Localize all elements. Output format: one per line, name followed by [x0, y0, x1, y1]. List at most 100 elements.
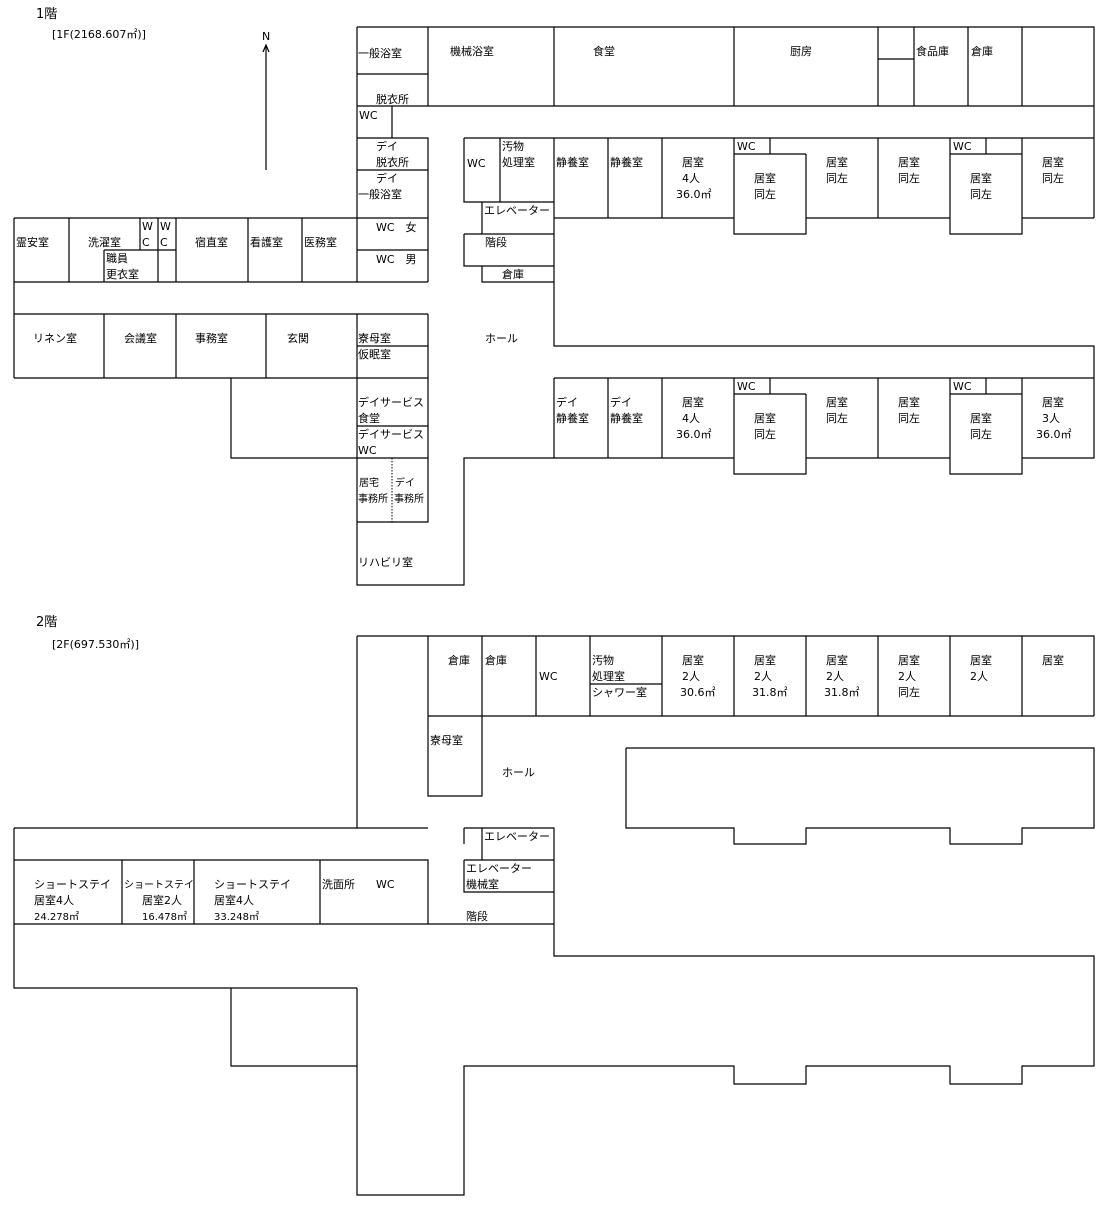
room-label: WC [737, 140, 756, 153]
floor2-walls [13, 635, 1095, 1196]
room-label: 居室 [1042, 155, 1064, 169]
room-label: 静養室 [610, 155, 643, 169]
room-label: デイサービス [358, 427, 424, 441]
room-label: 会議室 [124, 331, 157, 345]
room-label: WC [467, 157, 486, 170]
room-label: 4人 [682, 412, 700, 425]
room-label: W [142, 220, 153, 233]
room-label: 倉庫 [485, 653, 507, 667]
room-label: 居室 [898, 155, 920, 169]
room-label: 処理室 [502, 155, 535, 169]
floor1-room-labels: 一般浴室機械浴室食堂厨房食品庫倉庫脱衣所WCデイ脱衣所デイ一般浴室WC 女WC … [16, 44, 1072, 569]
room-label: 居室 [826, 155, 848, 169]
room-label: 汚物 [592, 653, 614, 667]
room-label: ショートステイ [124, 880, 194, 891]
room-label: 同左 [826, 412, 848, 425]
room-label: 事務所 [358, 492, 388, 505]
room-label: デイ [556, 395, 578, 409]
room-label: 処理室 [592, 669, 625, 683]
room-label: 機械室 [466, 877, 499, 891]
room-label: ショートステイ [34, 878, 111, 891]
room-label: ホール [485, 332, 518, 345]
room-label: 宿直室 [195, 235, 228, 249]
room-label: 31.8㎡ [752, 686, 788, 699]
room-label: 居室4人 [214, 893, 254, 907]
room-label: エレベーター [484, 830, 550, 843]
room-label: エレベーター [466, 862, 532, 875]
room-label: 居室 [682, 395, 704, 409]
room-label: 汚物 [502, 139, 524, 153]
room-label: 36.0㎡ [1036, 428, 1072, 441]
room-label: 居室 [1042, 653, 1064, 667]
room-label: シャワー室 [592, 685, 647, 699]
room-label: 寮母室 [430, 733, 463, 747]
room-label: WC 男 [376, 253, 417, 266]
room-label: 同左 [898, 172, 920, 185]
room-label: リネン室 [33, 331, 77, 345]
room-label: 居室 [826, 653, 848, 667]
room-label: 同左 [826, 172, 848, 185]
room-label: 階段 [485, 235, 507, 249]
room-label: 看護室 [250, 235, 283, 249]
north-arrow: N [262, 30, 270, 170]
room-label: 同左 [970, 188, 992, 201]
room-label: 職員 [106, 252, 128, 265]
floor1-walls [13, 26, 1095, 586]
room-label: 玄関 [287, 331, 309, 345]
room-label: WC [953, 140, 972, 153]
room-label: 居室 [1042, 395, 1064, 409]
room-label: 更衣室 [106, 267, 139, 281]
floor2-area: [2F(697.530㎡)] [52, 638, 139, 651]
room-label: 3人 [1042, 412, 1060, 425]
room-label: 居室 [898, 653, 920, 667]
room-label: 食品庫 [916, 44, 949, 58]
room-label: WC [737, 380, 756, 393]
room-label: リハビリ室 [358, 555, 413, 569]
room-label: 31.8㎡ [824, 686, 860, 699]
room-label: ショートステイ [214, 878, 291, 891]
room-label: WC [539, 670, 558, 683]
room-label: 同左 [1042, 172, 1064, 185]
room-label: 仮眠室 [358, 347, 391, 361]
room-label: 4人 [682, 172, 700, 185]
room-label: デイ [395, 476, 415, 489]
room-label: 居室 [682, 155, 704, 169]
room-label: デイ [376, 139, 398, 153]
floor2-room-labels: 倉庫倉庫WC汚物処理室シャワー室居室2人30.6㎡居室2人31.8㎡居室2人31… [34, 653, 1064, 923]
room-label: 医務室 [304, 235, 337, 249]
room-label: 静養室 [556, 155, 589, 169]
room-label: 食堂 [358, 411, 380, 425]
north-label: N [262, 30, 270, 43]
room-label: 同左 [754, 188, 776, 201]
room-label: 倉庫 [971, 44, 993, 58]
room-label: 24.278㎡ [34, 911, 79, 923]
room-label: 事務所 [394, 492, 424, 505]
room-label: 居室 [754, 653, 776, 667]
room-label: 2人 [826, 670, 844, 683]
room-label: 居室 [754, 171, 776, 185]
room-label: WC [953, 380, 972, 393]
floor2-title: 2階 [36, 615, 57, 630]
room-label: 居室 [826, 395, 848, 409]
room-label: 居室4人 [34, 893, 74, 907]
room-label: 事務室 [195, 331, 228, 345]
room-label: 寮母室 [358, 331, 391, 345]
room-label: デイサービス [358, 395, 424, 409]
room-label: 16.478㎡ [142, 911, 187, 923]
room-label: 霊安室 [16, 235, 49, 249]
floor1-area: [1F(2168.607㎡)] [52, 28, 146, 41]
room-label: 2人 [970, 670, 988, 683]
room-label: 居室 [970, 411, 992, 425]
room-label: WC [358, 444, 377, 457]
room-label: デイ [610, 395, 632, 409]
room-label: C [142, 236, 150, 249]
floor1-title: 1階 [36, 7, 57, 22]
room-label: 居室 [682, 653, 704, 667]
room-label: 同左 [754, 428, 776, 441]
room-label: 階段 [466, 909, 488, 923]
room-label: 一般浴室 [358, 46, 402, 60]
room-label: 洗濯室 [88, 235, 121, 249]
room-label: 2人 [898, 670, 916, 683]
room-label: 居室 [970, 653, 992, 667]
